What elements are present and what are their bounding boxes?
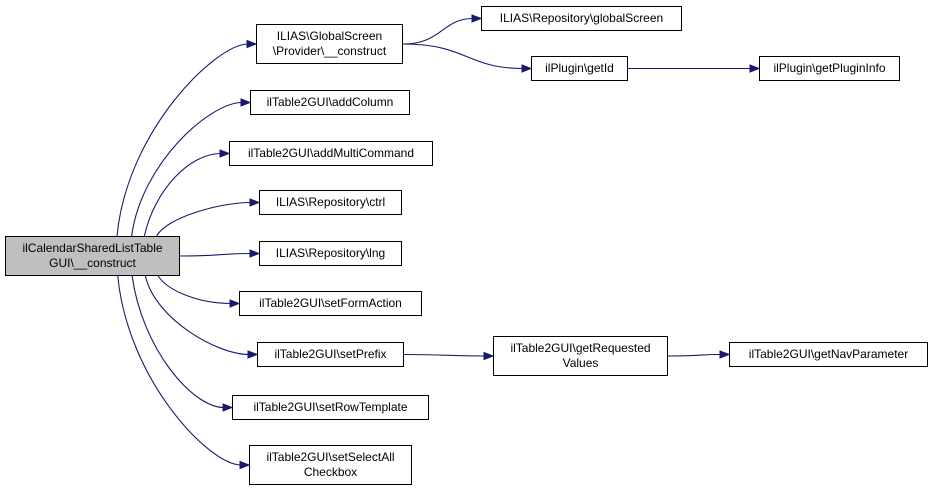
node-label-line: ILIAS\Repository\ctrl xyxy=(275,195,386,209)
node-label-line: Checkbox xyxy=(303,465,358,479)
node-label-line: ILIAS\Repository\lng xyxy=(275,246,386,260)
node-label-line: ILIAS\GlobalScreen xyxy=(276,29,383,43)
arrowhead-get_plugin_info xyxy=(749,64,761,73)
node-get-nav-parameter[interactable]: ilTable2GUI\getNavParameter xyxy=(729,342,928,367)
arrowhead-add_multi_command xyxy=(219,149,231,158)
node-gs-provider[interactable]: ILIAS\GlobalScreen \Provider\__construct xyxy=(256,24,403,64)
edge-root-to-add_multi_command xyxy=(143,152,222,237)
node-get-requested-values[interactable]: ilTable2GUI\getRequested Values xyxy=(493,336,668,376)
node-label-line: ilPlugin\getPluginInfo xyxy=(773,61,886,75)
edge-root-to-set_row_template xyxy=(131,275,225,409)
node-label-line: ilTable2GUI\setRowTemplate xyxy=(253,400,408,414)
arrowhead-set_prefix xyxy=(247,350,259,359)
edge-gs_provider-to-get_id xyxy=(402,43,524,70)
arrowhead-gs_provider xyxy=(246,39,258,49)
node-set-form-action[interactable]: ilTable2GUI\setFormAction xyxy=(239,291,422,316)
node-label-line: ilTable2GUI\addColumn xyxy=(266,95,394,109)
node-lng[interactable]: ILIAS\Repository\lng xyxy=(259,241,402,266)
edge-gs_provider-to-global_screen xyxy=(402,17,474,45)
edge-root-to-set_prefix xyxy=(144,275,250,356)
arrowhead-global_screen xyxy=(471,14,483,23)
node-label-line: ilTable2GUI\setSelectAll xyxy=(266,450,395,464)
arrowhead-set_select_all xyxy=(239,460,251,470)
node-label-line: ilTable2GUI\setPrefix xyxy=(274,347,387,361)
arrowhead-set_form_action xyxy=(229,299,241,308)
node-label-line: Values xyxy=(562,356,599,370)
node-label-line: ilTable2GUI\getNavParameter xyxy=(748,347,909,361)
node-add-multi-command[interactable]: ilTable2GUI\addMultiCommand xyxy=(229,141,433,166)
edge-root-to-set_form_action xyxy=(157,275,232,305)
node-label-line: ilTable2GUI\setFormAction xyxy=(259,296,402,310)
node-set-prefix[interactable]: ilTable2GUI\setPrefix xyxy=(257,342,404,367)
edge-set_prefix-to-get_requested_values xyxy=(403,353,486,357)
node-get-plugin-info[interactable]: ilPlugin\getPluginInfo xyxy=(759,56,900,81)
node-get-id[interactable]: ilPlugin\getId xyxy=(531,56,628,81)
node-ctrl[interactable]: ILIAS\Repository\ctrl xyxy=(259,190,402,215)
node-label-line: GUI\__construct xyxy=(49,256,136,270)
edge-root-to-ctrl xyxy=(156,201,252,237)
arrowhead-get_id xyxy=(521,64,533,73)
node-label-line: ilPlugin\getId xyxy=(545,61,614,75)
arrowhead-add_column xyxy=(240,98,252,107)
node-label-line: ilTable2GUI\addMultiCommand xyxy=(247,146,415,160)
node-global-screen[interactable]: ILIAS\Repository\globalScreen xyxy=(481,6,682,31)
edge-root-to-add_column xyxy=(131,101,243,237)
arrowhead-set_row_template xyxy=(222,403,234,412)
edge-get_requested_values-to-get_nav_parameter xyxy=(667,353,722,357)
arrowhead-get_requested_values xyxy=(483,351,495,361)
node-root[interactable]: ilCalendarSharedListTable GUI\__construc… xyxy=(5,236,180,276)
edge-root-to-lng xyxy=(179,252,252,257)
node-add-column[interactable]: ilTable2GUI\addColumn xyxy=(250,90,410,115)
arrowhead-ctrl xyxy=(249,198,261,207)
arrowhead-lng xyxy=(249,249,261,258)
node-set-row-template[interactable]: ilTable2GUI\setRowTemplate xyxy=(232,395,429,420)
edge-root-to-set_select_all xyxy=(117,275,242,466)
edge-root-to-gs_provider xyxy=(116,43,249,237)
node-set-select-all[interactable]: ilTable2GUI\setSelectAll Checkbox xyxy=(249,445,412,485)
node-label-line: ilCalendarSharedListTable xyxy=(22,241,163,255)
node-label-line: ilTable2GUI\getRequested xyxy=(510,341,651,355)
arrowhead-get_nav_parameter xyxy=(719,350,731,359)
node-label-line: \Provider\__construct xyxy=(272,44,387,58)
node-label-line: ILIAS\Repository\globalScreen xyxy=(499,11,664,25)
